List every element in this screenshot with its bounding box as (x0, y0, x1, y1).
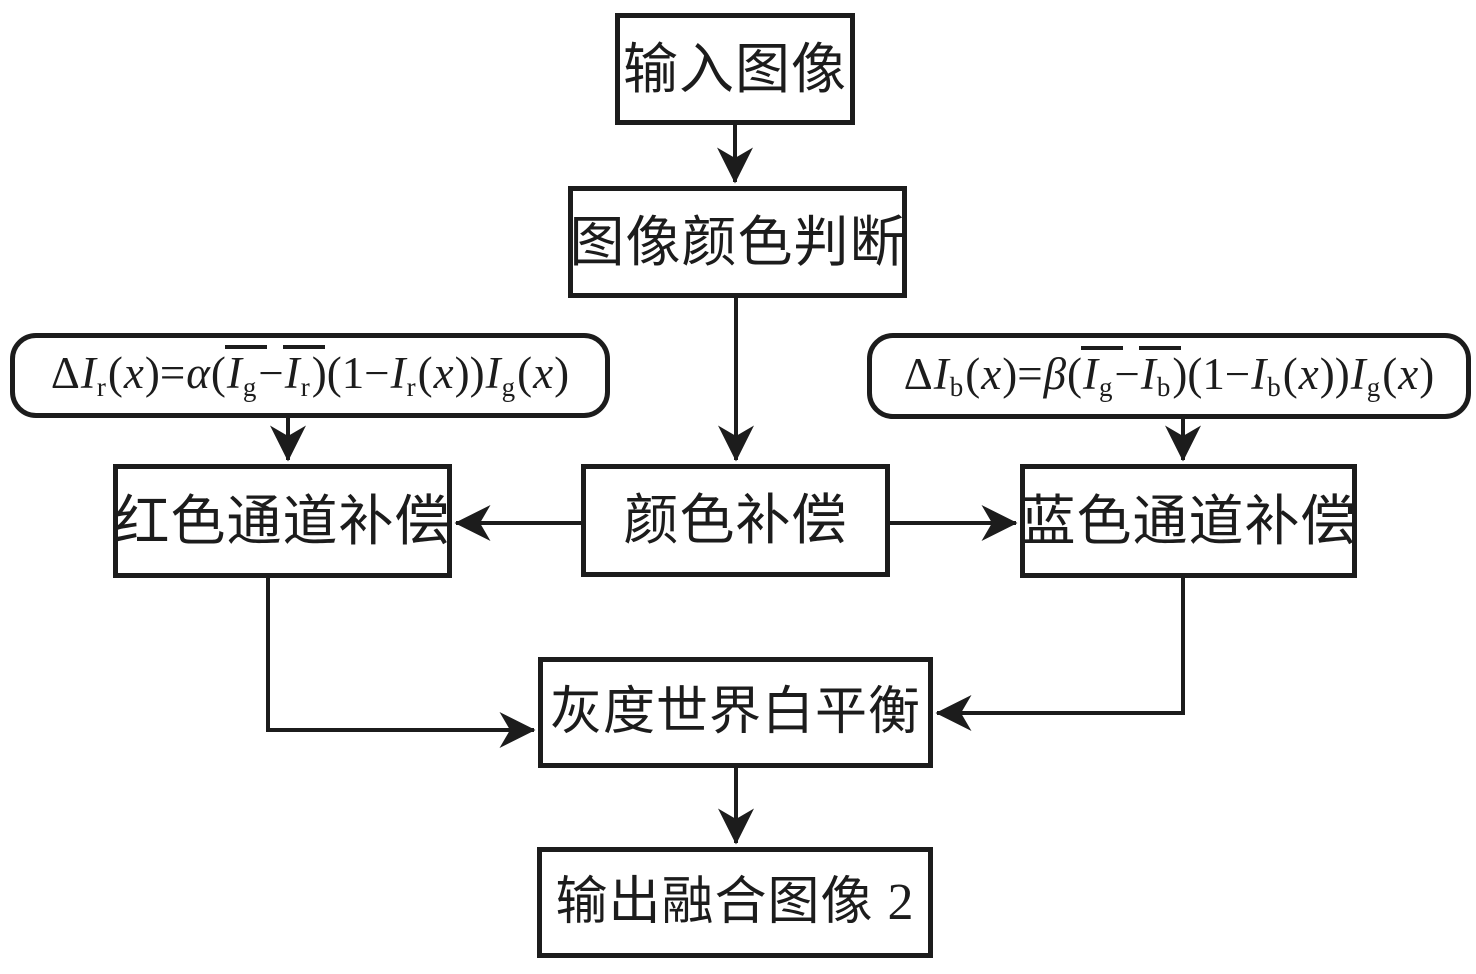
node-color-compensation: 颜色补偿 (581, 464, 890, 577)
node-blue-channel-label: 蓝色通道补偿 (1020, 490, 1357, 552)
node-blue-channel: 蓝色通道补偿 (1020, 464, 1357, 578)
node-input-image: 输入图像 (615, 13, 855, 125)
node-red-channel: 红色通道补偿 (113, 464, 452, 578)
node-formula-blue: ΔIb(x)=β(Ig−Ib)(1−Ib(x))Ig(x) (867, 333, 1471, 419)
node-gray-world-label: 灰度世界白平衡 (549, 683, 921, 741)
node-color-judgment: 图像颜色判断 (568, 186, 907, 298)
node-output-image-label: 输出融合图像 2 (555, 873, 915, 931)
node-color-judgment-label: 图像颜色判断 (569, 211, 906, 273)
node-output-image: 输出融合图像 2 (537, 847, 933, 958)
node-input-image-label: 输入图像 (622, 38, 847, 100)
formula-red-expression: ΔIr(x)=α(Ig−Ir)(1−Ir(x))Ig(x) (50, 345, 570, 402)
node-gray-world-white-balance: 灰度世界白平衡 (538, 657, 933, 768)
node-red-channel-label: 红色通道补偿 (114, 490, 451, 552)
node-color-compensation-label: 颜色补偿 (623, 490, 848, 551)
node-formula-red: ΔIr(x)=α(Ig−Ir)(1−Ir(x))Ig(x) (10, 333, 610, 418)
formula-blue-expression: ΔIb(x)=β(Ig−Ib)(1−Ib(x))Ig(x) (903, 345, 1435, 403)
arrow-red-channel-to-gray-world (266, 576, 536, 748)
arrow-blue-channel-to-gray-world (935, 576, 1185, 731)
